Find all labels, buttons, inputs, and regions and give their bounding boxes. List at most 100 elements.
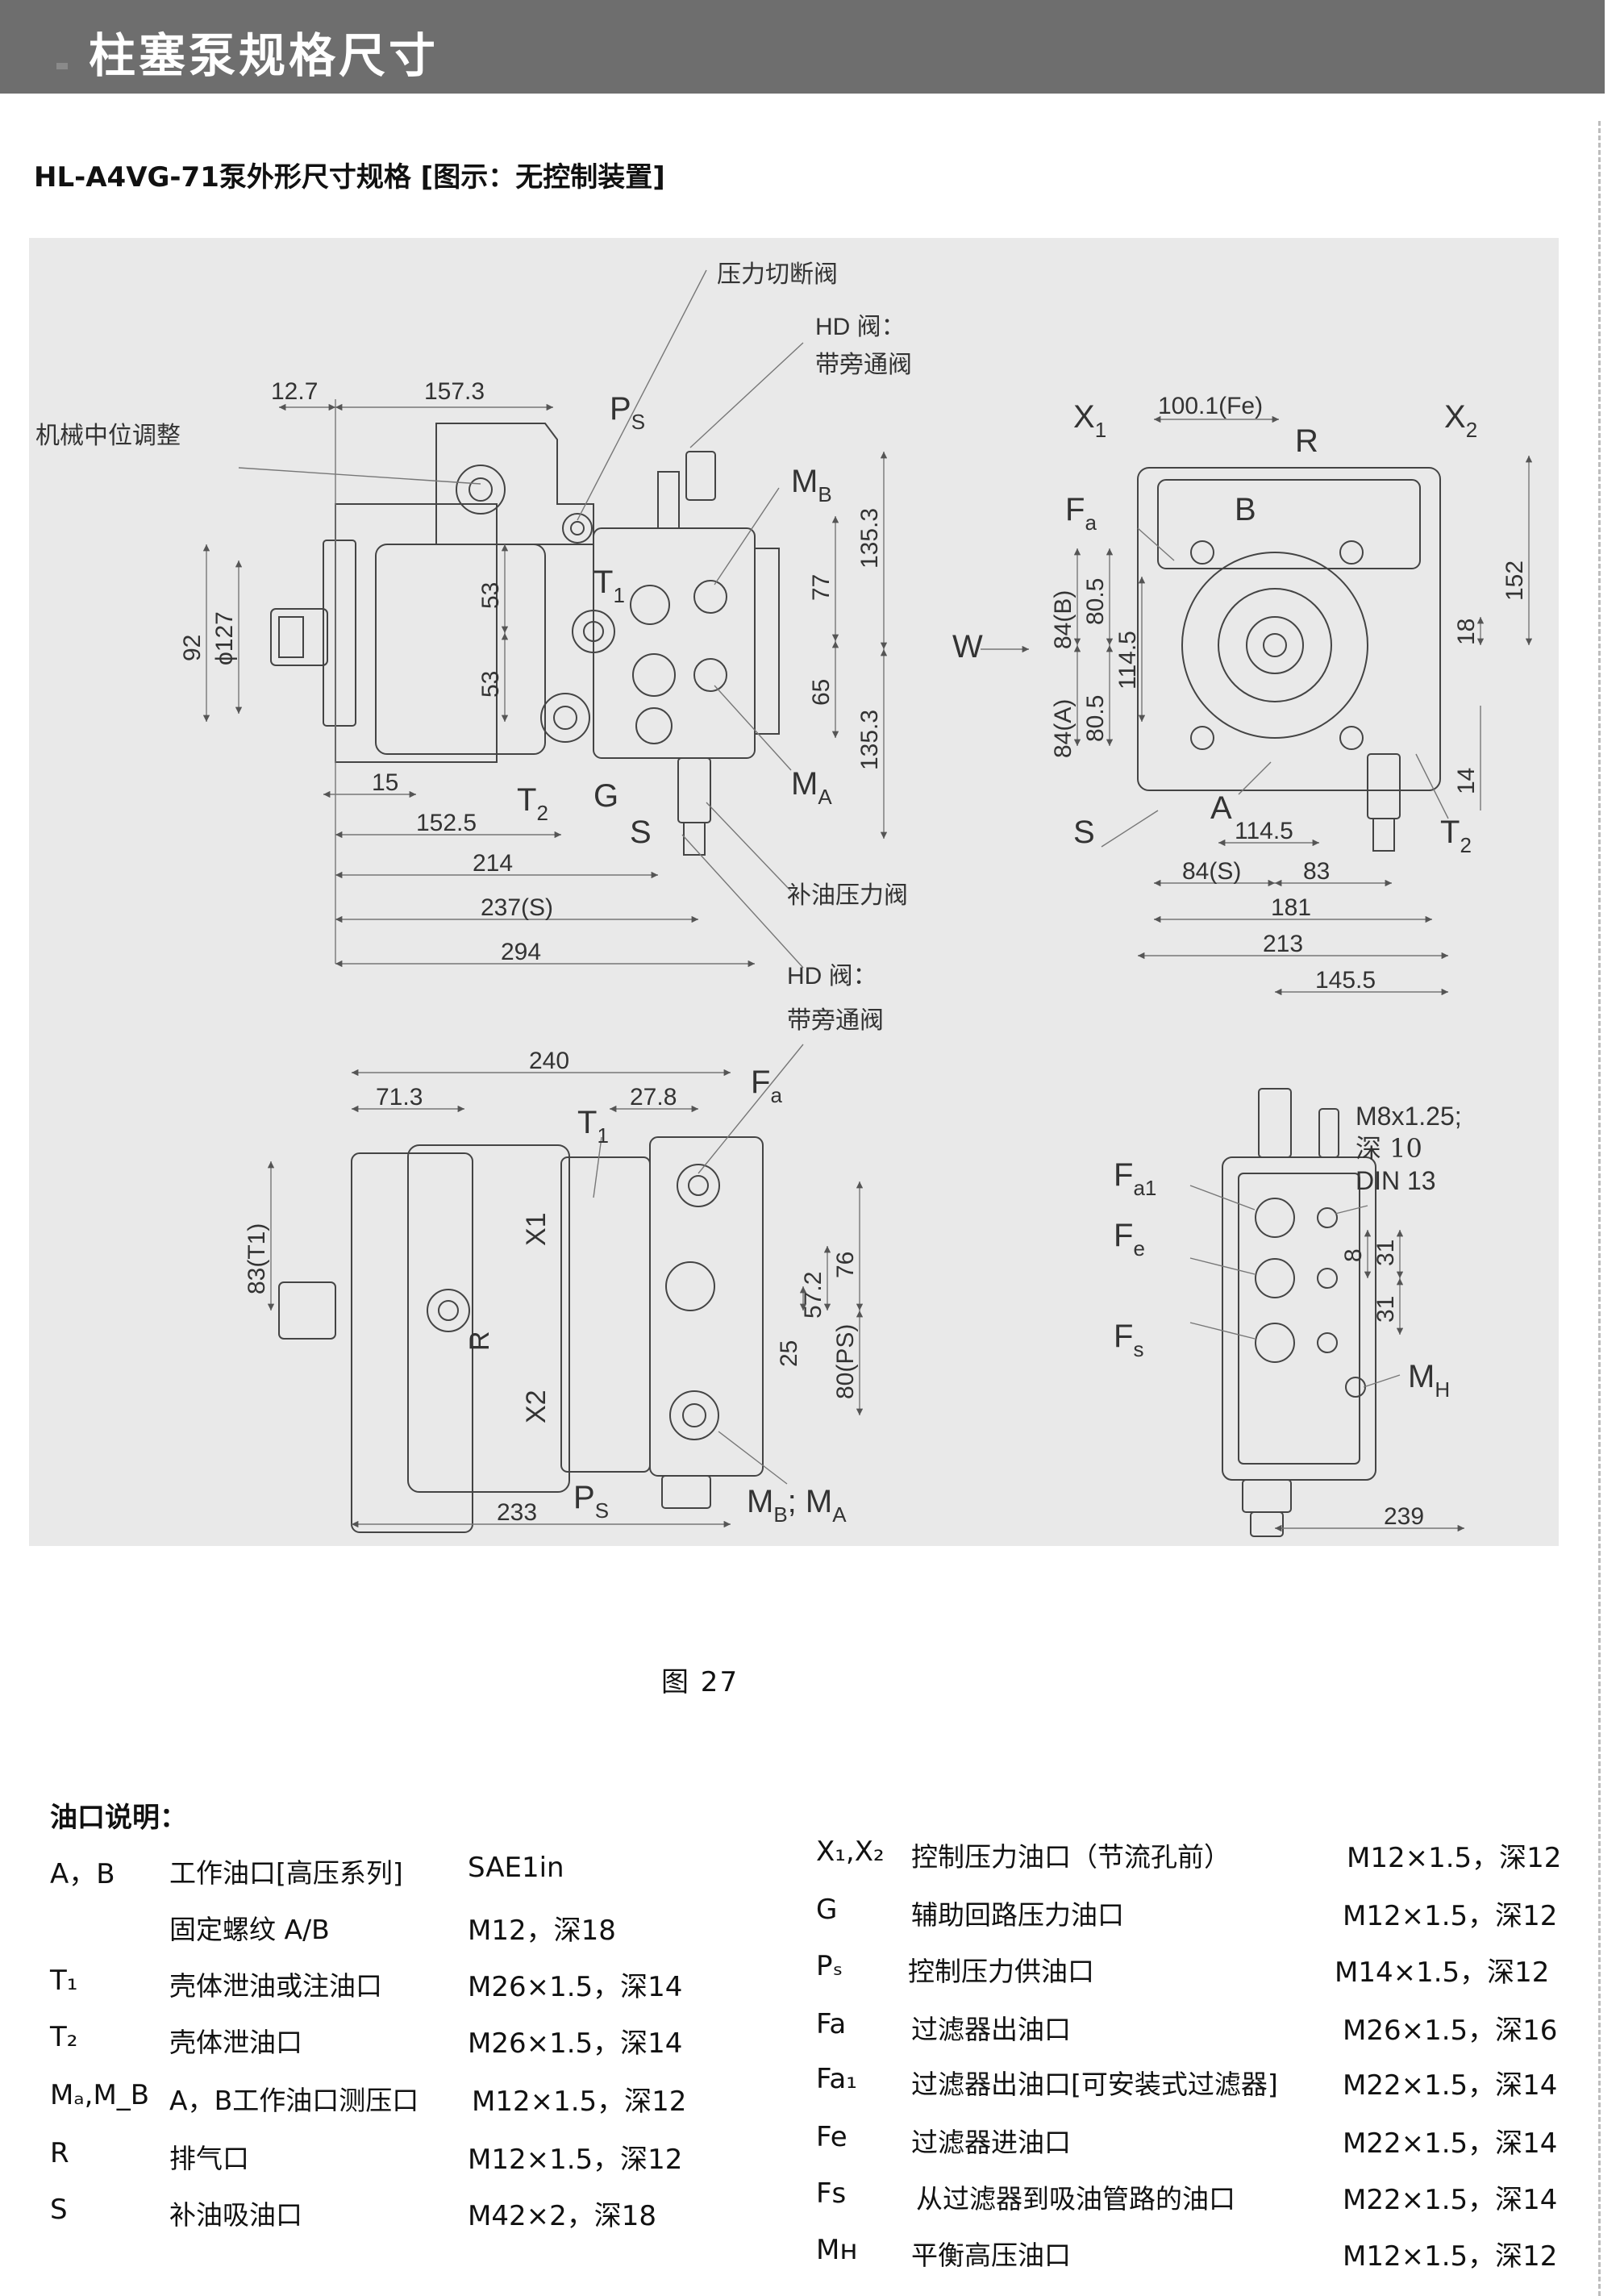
legend-left-desc-7: 补油吸油口 xyxy=(169,2199,302,2231)
port-r-top: R xyxy=(464,1331,495,1351)
legend-left-port-6: R xyxy=(50,2137,69,2169)
hd-control-block xyxy=(593,527,756,759)
top-view xyxy=(278,1136,764,1533)
port-fe: Fe xyxy=(1114,1218,1145,1261)
dim-100-1-fe: 100.1(Fe) xyxy=(1158,393,1263,419)
dim-157-3: 157.3 xyxy=(424,378,485,405)
swash-control-housing xyxy=(435,423,594,545)
page-edge-line xyxy=(1598,121,1601,2296)
legend-right-desc-7: 从过滤器到吸油管路的油口 xyxy=(916,2183,1235,2215)
port-x1: X1 xyxy=(1073,399,1106,442)
dim-181: 181 xyxy=(1271,894,1311,921)
legend-left-desc-1: 工作油口[高压系列] xyxy=(169,1857,403,1889)
filter-detail-port-labels: Fa1 Fe Fs MH xyxy=(1114,1157,1450,1402)
port-fa: Fa xyxy=(1065,492,1097,535)
dim-294: 294 xyxy=(501,939,541,965)
port-ps-top: PS xyxy=(573,1480,609,1523)
front-view xyxy=(1137,467,1441,852)
legend-left-port-3: T₁ xyxy=(50,1965,78,1997)
dim-80-5-top: 80.5 xyxy=(1082,578,1109,625)
front-fitting xyxy=(1367,753,1401,819)
callout-hd-valve-2: HD 阀： xyxy=(787,963,877,990)
dim-114-5-vertical: 114.5 xyxy=(1114,631,1141,690)
legend-right-spec-4: M26×1.5，深16 xyxy=(1343,2015,1558,2047)
dim-80-ps: 80(PS) xyxy=(832,1324,859,1399)
top-control-block xyxy=(649,1136,764,1477)
dim-84s: 84(S) xyxy=(1182,858,1241,885)
port-t1-top: T1 xyxy=(577,1105,609,1148)
port-mb-ma: MB; MA xyxy=(747,1484,847,1527)
dim-152-5: 152.5 xyxy=(416,810,477,836)
legend-left-port-5: Mₐ,M_B xyxy=(50,2079,150,2111)
port-mb: MB xyxy=(791,464,832,506)
dim-12-7: 12.7 xyxy=(271,378,318,405)
dim-83: 83 xyxy=(1303,858,1330,885)
legend-right-desc-3: 控制压力供油口 xyxy=(908,1956,1094,1987)
front-flange-circle xyxy=(1181,552,1368,739)
dim-57-2: 57.2 xyxy=(800,1272,827,1319)
dim-84b: 84(B) xyxy=(1050,590,1077,649)
port-r: R xyxy=(1295,423,1318,459)
legend-left-spec-7: M42×2，深18 xyxy=(468,2200,656,2232)
drive-shaft xyxy=(270,608,328,666)
dim-76: 76 xyxy=(832,1252,859,1278)
legend-left-desc-4: 壳体泄油口 xyxy=(169,2027,302,2058)
dim-14: 14 xyxy=(1453,768,1480,794)
legend-right-desc-8: 平衡高压油口 xyxy=(911,2240,1071,2271)
filter-detail-dimension-lines xyxy=(1189,1185,1464,1532)
dim-92: 92 xyxy=(179,635,206,661)
pump-front-body xyxy=(1137,467,1441,791)
dim-53-upper: 53 xyxy=(477,582,504,609)
front-view-dimension-lines xyxy=(981,415,1533,996)
legend-right-spec-3: M14×1.5，深12 xyxy=(1335,1956,1550,1989)
port-g: G xyxy=(593,778,618,814)
dim-83-t1: 83(T1) xyxy=(244,1223,270,1294)
filter-detail-dimension-values: 8 31 31 239 xyxy=(1340,1240,1424,1530)
legend-right-spec-8: M12×1.5，深12 xyxy=(1343,2240,1558,2273)
filter-block xyxy=(1222,1156,1376,1481)
callout-mech-zero: 机械中位调整 xyxy=(35,422,181,450)
dim-15: 15 xyxy=(372,769,398,796)
legend-left-desc-2: 固定螺纹 A/B xyxy=(169,1914,330,1945)
legend-right-port-2: G xyxy=(816,1894,838,1926)
callout-boost-relief: 补油压力阀 xyxy=(787,881,908,910)
legend-right-port-5: Fa₁ xyxy=(816,2063,857,2095)
dim-84a: 84(A) xyxy=(1050,699,1077,758)
legend-right-desc-4: 过滤器出油口 xyxy=(911,2014,1071,2045)
filter-detail-view xyxy=(1222,1088,1376,1537)
dim-240: 240 xyxy=(529,1048,569,1074)
side-view xyxy=(270,423,780,856)
top-view-dimension-values: 240 71.3 27.8 83(T1) 76 57.2 25 80(PS) 2… xyxy=(244,1048,859,1526)
port-mh: MH xyxy=(1408,1359,1450,1402)
dim-145-5: 145.5 xyxy=(1315,967,1376,994)
legend-right-port-1: X₁,X₂ xyxy=(816,1836,885,1868)
callout-pressure-cutoff: 压力切断阀 xyxy=(717,260,838,289)
legend-right-desc-5: 过滤器出油口[可安装式过滤器] xyxy=(911,2069,1278,2100)
side-view-port-labels: PS MB T1 T2 G S MA xyxy=(517,391,832,850)
port-fa-top: Fa xyxy=(751,1065,782,1107)
thread-note-line-2: 深 10 xyxy=(1356,1133,1422,1164)
legend-right-desc-2: 辅助回路压力油口 xyxy=(911,1899,1124,1931)
port-s-front: S xyxy=(1073,815,1095,850)
boost-relief-fitting xyxy=(677,757,711,823)
legend-left-port-1: A，B xyxy=(50,1858,115,1890)
dim-135-3-top: 135.3 xyxy=(856,508,883,569)
dim-31-lower: 31 xyxy=(1372,1296,1399,1323)
legend-left-spec-4: M26×1.5，深14 xyxy=(468,2027,683,2060)
port-x2: X2 xyxy=(1444,399,1477,442)
port-legend-title: 油口说明： xyxy=(50,1802,187,1834)
drawing-canvas: 压力切断阀 HD 阀： 带旁通阀 机械中位调整 补油压力阀 HD 阀： 带旁通阀… xyxy=(35,260,1533,1537)
legend-right-port-8: Mн xyxy=(816,2234,858,2266)
legend-left-spec-6: M12×1.5，深12 xyxy=(468,2144,683,2176)
legend-right-spec-7: M22×1.5，深14 xyxy=(1343,2184,1558,2216)
callout-bypass-1: 带旁通阀 xyxy=(815,351,912,379)
port-b: B xyxy=(1235,492,1256,527)
legend-left-desc-6: 排气口 xyxy=(169,2143,249,2174)
front-view-dimension-values: 100.1(Fe) 84(B) 80.5 114.5 80.5 84(A) 15… xyxy=(1050,393,1528,994)
dim-237s: 237(S) xyxy=(481,894,553,921)
dim-71-3: 71.3 xyxy=(376,1084,423,1110)
page-title: 柱塞泵规格尺寸 xyxy=(89,28,439,83)
legend-right-desc-1: 控制压力油口（节流孔前） xyxy=(911,1841,1231,1873)
legend-right-port-6: Fe xyxy=(816,2121,847,2153)
drawing-subtitle: HL-A4VG-71泵外形尺寸规格 [图示：无控制装置] xyxy=(34,161,665,194)
